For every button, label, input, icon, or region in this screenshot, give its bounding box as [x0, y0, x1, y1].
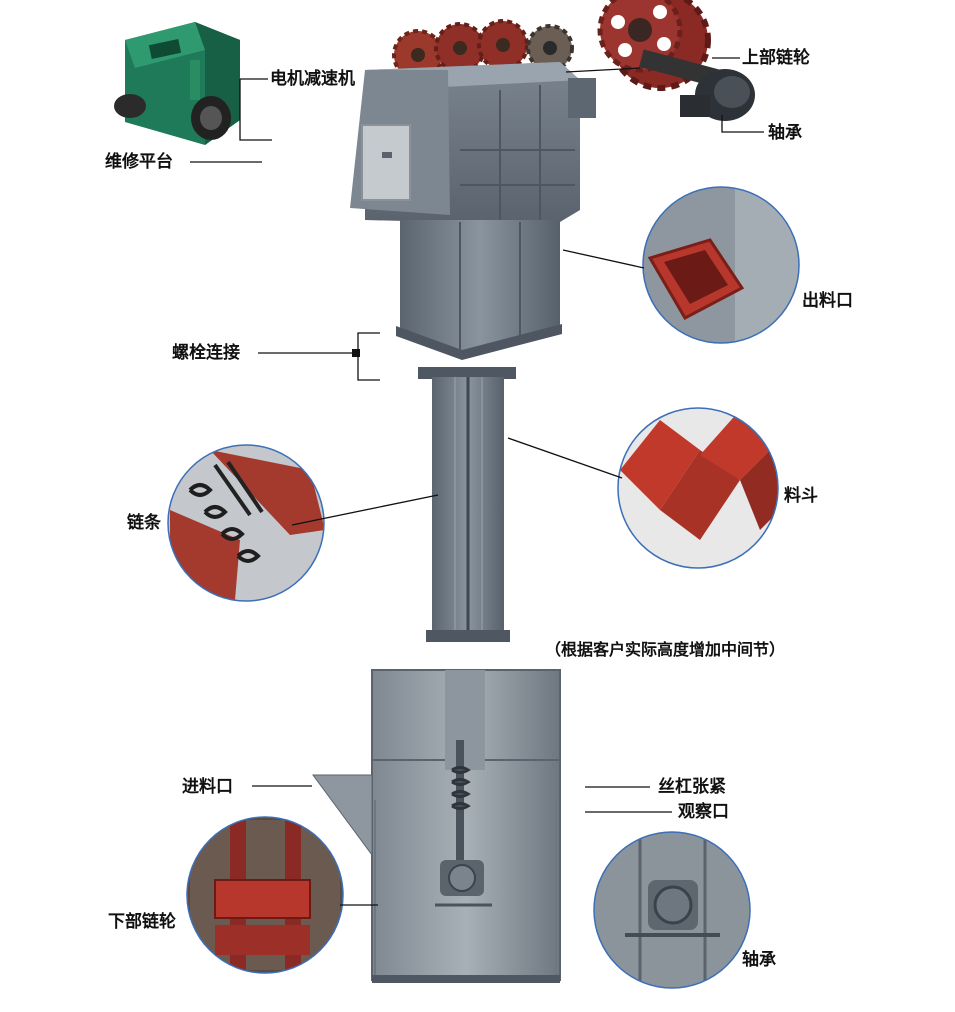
label-lower-sprocket: 下部链轮	[108, 912, 176, 932]
label-maintenance-platform: 维修平台	[105, 152, 173, 172]
label-hopper: 料斗	[784, 486, 818, 506]
bolt-marker	[352, 349, 360, 357]
intermediate-section	[418, 367, 516, 642]
boot-section	[312, 669, 561, 983]
callout-bottom-bearing	[593, 831, 751, 989]
upper-sprocket-assembly	[597, 0, 755, 121]
callout-hopper	[617, 407, 779, 569]
sprocket-icon	[392, 19, 574, 81]
callout-lower-sprocket	[186, 816, 344, 974]
label-bolt-connection: 螺栓连接	[172, 343, 240, 363]
head-section	[350, 19, 596, 360]
label-bearing-bottom: 轴承	[742, 950, 776, 970]
label-intermediate-note: （根据客户实际高度增加中间节）	[545, 640, 786, 659]
label-discharge-port: 出料口	[802, 291, 853, 311]
callout-chain	[167, 444, 325, 602]
spring-icon	[451, 740, 471, 860]
label-observation-port: 观察口	[678, 802, 729, 822]
label-feed-port: 进料口	[182, 777, 233, 797]
label-screw-tensioner: 丝杠张紧	[658, 777, 726, 797]
reducer-icon	[114, 22, 240, 145]
label-chain: 链条	[127, 513, 161, 533]
label-motor-reducer: 电机减速机	[270, 69, 355, 89]
leader-lines	[190, 57, 764, 906]
label-bearing-top: 轴承	[768, 123, 802, 143]
callout-discharge-port	[642, 186, 800, 344]
bearing-icon	[680, 69, 755, 121]
label-upper-sprocket: 上部链轮	[742, 48, 810, 68]
